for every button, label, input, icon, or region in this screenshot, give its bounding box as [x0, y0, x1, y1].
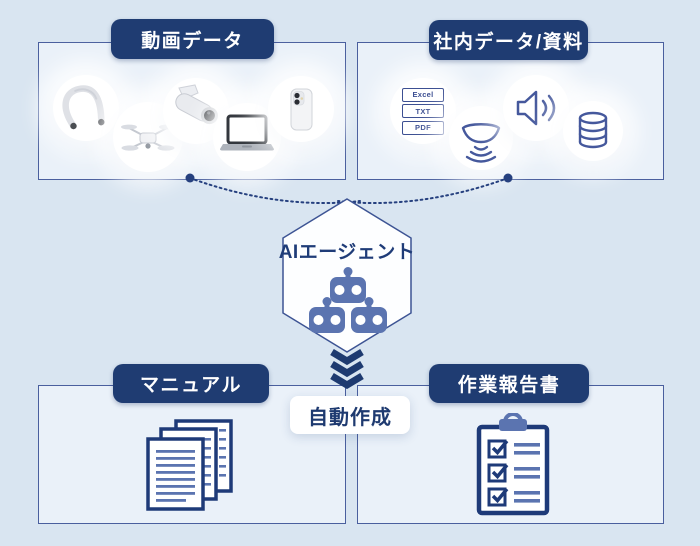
video-data-title-pill: 動画データ [111, 19, 274, 59]
excel-chip: Excel [402, 87, 444, 102]
database-icon [563, 101, 623, 161]
pdf-chip: PDF [402, 120, 444, 135]
wearable-camera-icon [53, 75, 119, 141]
ai-agent-label: AIエージェント [278, 242, 416, 263]
internal-data-box: 社内データ/資料 Excel TXT PDF [357, 20, 664, 180]
txt-chip: TXT [402, 104, 444, 118]
motion-sensor-icon [449, 106, 513, 170]
robots-icon [309, 267, 387, 333]
smartphone-icon [268, 76, 334, 142]
manual-title-pill: マニュアル [113, 364, 269, 403]
video-data-box: 動画データ [38, 19, 346, 180]
clipboard-checklist-icon [473, 412, 553, 523]
report-title-pill: 作業報告書 [429, 364, 589, 403]
file-formats-icon: Excel TXT PDF [390, 78, 456, 144]
speaker-icon [503, 75, 569, 141]
internal-data-title-pill: 社内データ/資料 [429, 20, 588, 60]
chevron-down-icon [330, 349, 364, 389]
auto-create-label: 自動作成 [290, 396, 410, 434]
documents-icon [146, 418, 236, 518]
